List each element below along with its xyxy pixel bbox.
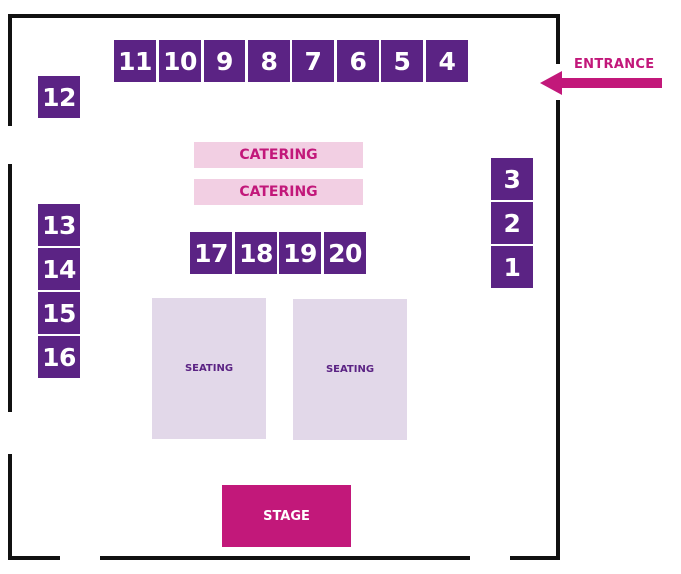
booth-19[interactable]: 19: [279, 232, 321, 274]
wall-right-lower: [556, 100, 560, 560]
booth-14[interactable]: 14: [38, 248, 80, 290]
booth-7[interactable]: 7: [292, 40, 334, 82]
booth-11[interactable]: 11: [114, 40, 156, 82]
seating-area-2[interactable]: SEATING: [293, 299, 407, 440]
catering-area-2[interactable]: CATERING: [194, 179, 363, 205]
booth-10[interactable]: 10: [159, 40, 201, 82]
booth-4[interactable]: 4: [426, 40, 468, 82]
wall-left-middle: [8, 164, 12, 412]
arrow-left-icon: [540, 71, 662, 95]
seating-area-1[interactable]: SEATING: [152, 298, 266, 439]
booth-12[interactable]: 12: [38, 76, 80, 118]
booth-3[interactable]: 3: [491, 158, 533, 200]
booth-6[interactable]: 6: [337, 40, 379, 82]
wall-bottom-left: [8, 556, 60, 560]
stage[interactable]: STAGE: [222, 485, 351, 547]
wall-right-upper: [556, 14, 560, 64]
booth-16[interactable]: 16: [38, 336, 80, 378]
wall-bottom-right: [510, 556, 560, 560]
booth-13[interactable]: 13: [38, 204, 80, 246]
booth-5[interactable]: 5: [381, 40, 423, 82]
booth-15[interactable]: 15: [38, 292, 80, 334]
booth-8[interactable]: 8: [248, 40, 290, 82]
booth-1[interactable]: 1: [491, 246, 533, 288]
wall-top: [10, 14, 560, 18]
wall-bottom-middle: [100, 556, 470, 560]
entrance-label: ENTRANCE: [574, 57, 655, 72]
wall-left-lower: [8, 454, 12, 560]
catering-area-1[interactable]: CATERING: [194, 142, 363, 168]
wall-left-upper: [8, 14, 12, 126]
booth-20[interactable]: 20: [324, 232, 366, 274]
booth-17[interactable]: 17: [190, 232, 232, 274]
booth-9[interactable]: 9: [204, 40, 245, 82]
booth-2[interactable]: 2: [491, 202, 533, 244]
booth-18[interactable]: 18: [235, 232, 277, 274]
